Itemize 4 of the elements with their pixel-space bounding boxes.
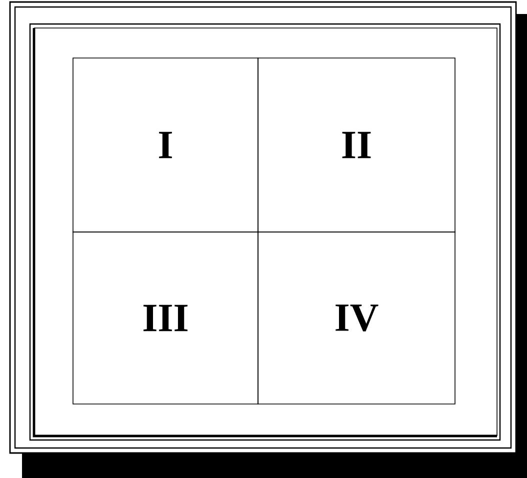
quadrant-box: IV (258, 232, 456, 404)
quadrant-box: III (72, 232, 258, 404)
quadrant-box: I (72, 58, 258, 232)
quadrant-box: II (258, 58, 456, 232)
